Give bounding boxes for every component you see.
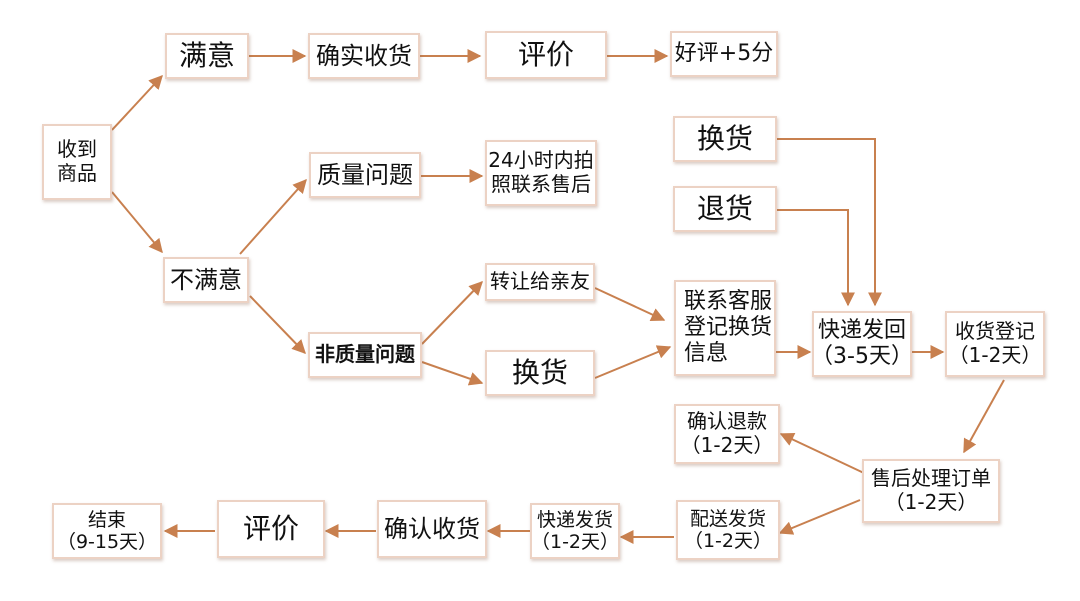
node-review: 评价 xyxy=(485,31,607,79)
arrow-unsatisfied-to-quality xyxy=(239,178,307,255)
node-end: 结束 （9-15天） xyxy=(52,503,162,559)
node-transfer-to-friend: 转让给亲友 xyxy=(485,263,595,301)
node-quality-issue: 质量问题 xyxy=(309,152,421,198)
arrow-exchange-top-to-express-return xyxy=(777,138,882,307)
arrow-aftersales-to-refund xyxy=(779,433,867,475)
node-unsatisfied: 不满意 xyxy=(163,257,249,303)
node-photo-contact: 24小时内拍 照联系售后 xyxy=(485,140,597,206)
node-confirm-refund: 确认退款 （1-2天） xyxy=(674,404,780,464)
node-contact-cs: 联系客服 登记换货 信息 xyxy=(674,280,776,376)
arrow-transfer-to-contact xyxy=(594,287,666,322)
node-exchange-top: 换货 xyxy=(673,116,777,162)
arrow-receive-to-unsatisfied xyxy=(111,191,163,254)
node-confirm-receipt: 确实收货 xyxy=(308,33,420,79)
arrow-nonquality-to-exchange xyxy=(421,361,484,386)
node-receipt-register: 收货登记 （1-2天） xyxy=(945,311,1045,377)
node-confirm-receipt-2: 确认收货 xyxy=(377,500,487,558)
arrow-register-to-aftersales xyxy=(963,379,1005,454)
node-return-goods: 退货 xyxy=(673,186,777,232)
arrow-return-to-express-return xyxy=(777,209,855,307)
node-satisfied: 满意 xyxy=(165,33,249,79)
node-good-review: 好评+5分 xyxy=(670,31,778,77)
arrow-nonquality-to-transfer xyxy=(421,280,483,345)
arrow-exchange-to-contact xyxy=(594,345,672,379)
node-dispatch: 配送发货 （1-2天） xyxy=(676,500,780,560)
node-review-2: 评价 xyxy=(217,500,325,558)
node-receive-goods: 收到 商品 xyxy=(42,124,112,200)
arrow-receive-to-satisfied xyxy=(111,74,163,131)
node-express-return: 快递发回 （3-5天） xyxy=(811,311,913,377)
arrow-aftersales-to-dispatch xyxy=(778,499,861,535)
node-after-sales: 售后处理订单 （1-2天） xyxy=(862,459,1000,523)
node-express-ship: 快递发货 （1-2天） xyxy=(530,503,620,559)
node-exchange-small: 换货 xyxy=(485,350,595,396)
node-non-quality-issue: 非质量问题 xyxy=(308,332,422,378)
arrow-unsatisfied-to-nonquality xyxy=(249,295,306,355)
